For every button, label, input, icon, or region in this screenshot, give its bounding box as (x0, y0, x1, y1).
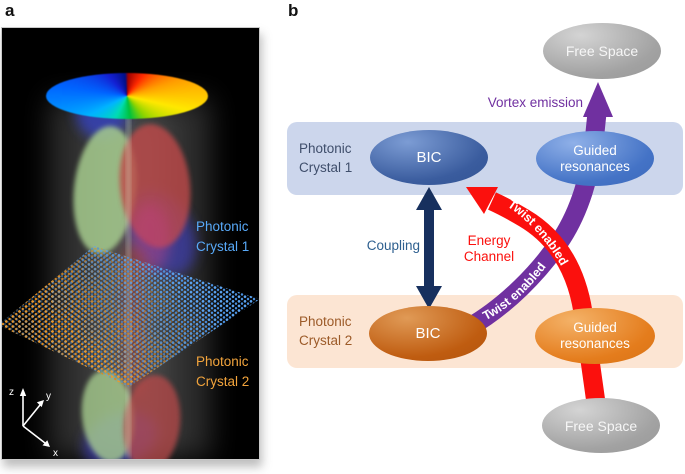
coordinate-axes: z y x (9, 387, 58, 459)
photonic-crystal-1-band-label: Photonic Crystal 1 (299, 139, 352, 177)
x-axis-arrowhead (42, 440, 50, 447)
panel-a-crystal2-label: Photonic Crystal 2 (196, 352, 249, 392)
bic1-label: BIC (416, 148, 442, 166)
panel-a-crystal1-label: Photonic Crystal 1 (196, 217, 249, 257)
x-axis-label: x (53, 448, 58, 459)
bic-2-node: BIC (369, 306, 487, 361)
coupling-label: Coupling (366, 238, 420, 253)
crystal2-line1: Photonic (196, 354, 249, 369)
gr1-line2: resonances (560, 158, 630, 174)
gr2-line2: resonances (560, 336, 630, 351)
vortex-emission-arrowhead (583, 82, 613, 117)
energy-line2: Channel (463, 248, 515, 264)
free-space-bottom-label: Free Space (564, 417, 638, 434)
guided-resonances-2-node: Guided resonances (535, 308, 655, 364)
energy-line1: Energy (467, 233, 511, 248)
crystal2-line2: Crystal 2 (196, 374, 250, 389)
pc1-line2: Crystal 1 (299, 160, 353, 175)
y-axis-label: y (46, 391, 51, 402)
free-space-top-label: Free Space (565, 43, 639, 59)
gr1-line1: Guided (573, 142, 617, 158)
pc2-line2: Crystal 2 (299, 333, 353, 348)
crystal1-line1: Photonic (196, 219, 249, 234)
pc2-line1: Photonic (299, 314, 352, 329)
bic-1-node: BIC (370, 130, 488, 185)
panel-a-label: a (5, 1, 15, 20)
photonic-crystal-2-band-label: Photonic Crystal 2 (299, 312, 352, 350)
panel-a-3d-render: Photonic Crystal 1 Photonic Crystal 2 z … (1, 27, 260, 460)
z-axis-arrowhead (19, 388, 27, 396)
gr2-line1: Guided (573, 320, 617, 335)
y-axis-arrowhead (36, 400, 44, 408)
bic2-label: BIC (415, 324, 441, 342)
guided-resonances-1-node: Guided resonances (536, 131, 654, 186)
vortex-phase-disk (46, 73, 208, 119)
pc1-line1: Photonic (299, 141, 352, 156)
crystal1-line2: Crystal 1 (196, 239, 250, 254)
vortex-emission-label: Vortex emission (487, 95, 583, 110)
z-axis-label: z (9, 387, 14, 398)
free-space-bottom-node: Free Space (542, 398, 660, 453)
free-space-top-node: Free Space (543, 23, 661, 79)
panel-b-label: b (288, 1, 299, 20)
energy-channel-label: Energy Channel (429, 233, 549, 264)
